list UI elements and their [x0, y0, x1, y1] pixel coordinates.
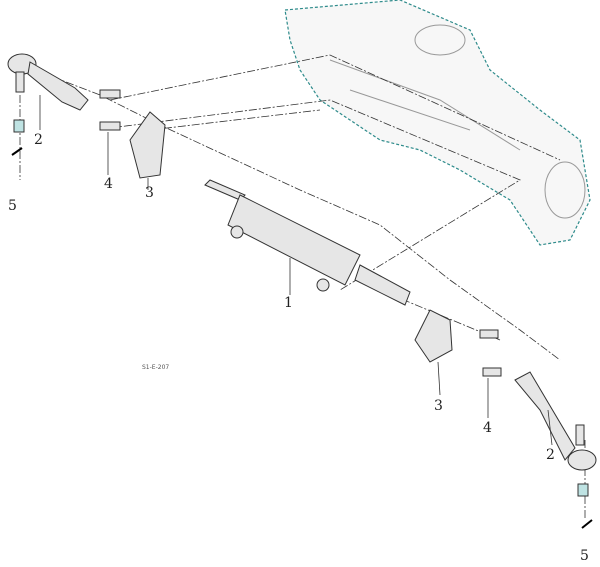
callout-2-left: 2 — [34, 132, 43, 148]
bracket-right — [414, 309, 453, 363]
bracket-left — [129, 111, 166, 179]
axle-housing — [284, 0, 591, 246]
callout-5-right: 5 — [580, 548, 589, 564]
steering-cylinder — [204, 179, 411, 306]
callout-1: 1 — [284, 295, 293, 311]
diagram-code: S1-E-207 — [142, 364, 170, 371]
callout-2-right: 2 — [546, 447, 555, 463]
callout-4-left: 4 — [104, 176, 113, 192]
callout-5-left: 5 — [8, 198, 17, 214]
tie-rod-end-right — [514, 371, 597, 497]
callout-3-right: 3 — [434, 398, 443, 414]
callout-3-left: 3 — [145, 185, 154, 201]
callout-4-right: 4 — [483, 420, 492, 436]
tie-rod-end-left — [7, 53, 89, 133]
